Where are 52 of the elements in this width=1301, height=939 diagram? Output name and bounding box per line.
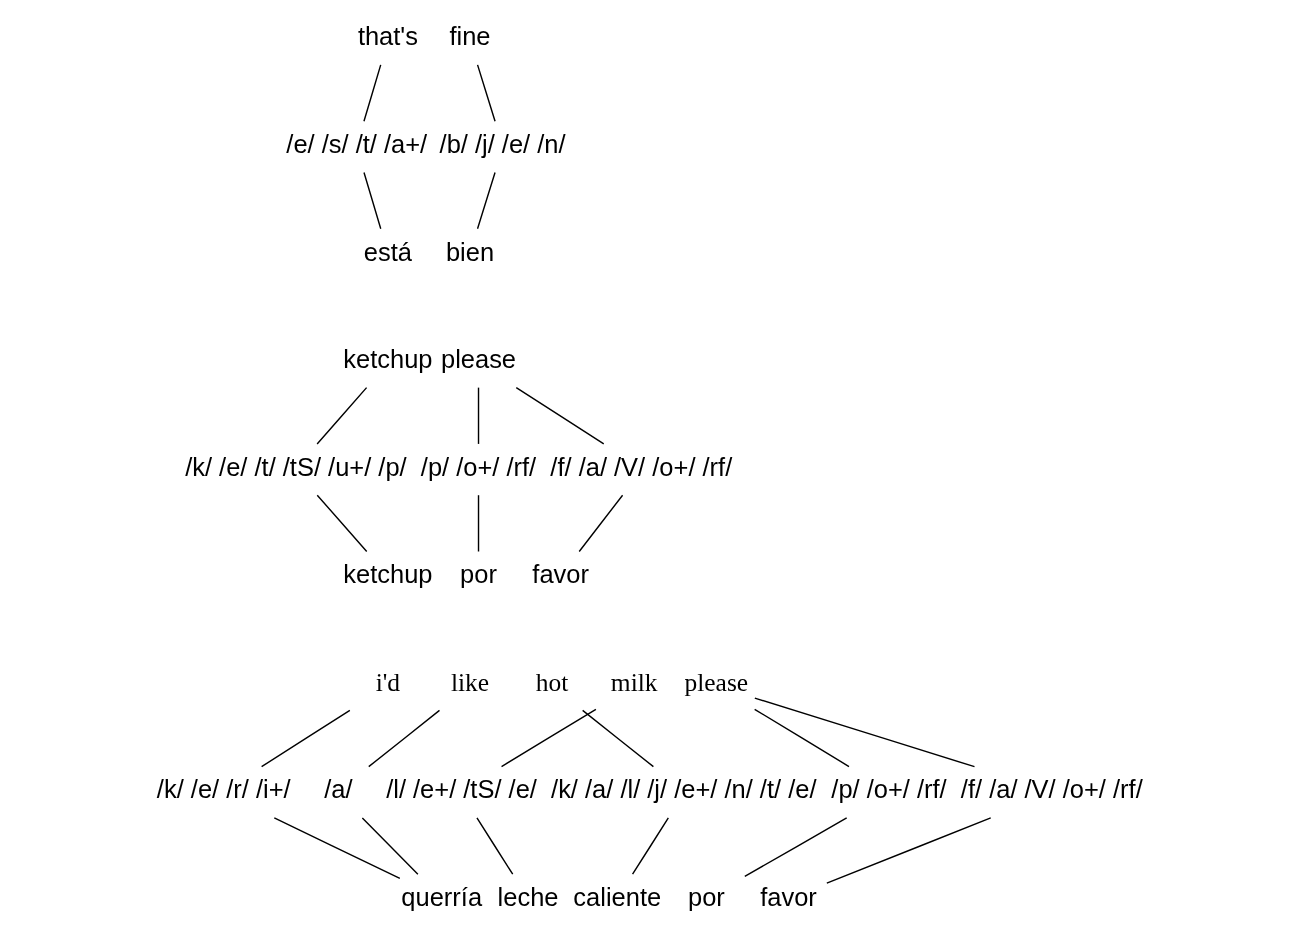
- node-text: bien: [445, 237, 495, 266]
- connector: [316, 494, 368, 553]
- node-text: leche: [497, 883, 559, 912]
- node-text: /p/ /o+/ /rf/: [831, 775, 947, 804]
- node-text: /b/ /j/ /e/ /n/: [439, 130, 566, 158]
- connector: [363, 171, 382, 230]
- connector: [578, 494, 624, 553]
- node-text: hot: [535, 667, 569, 697]
- connector: [476, 64, 496, 122]
- connector: [476, 817, 514, 875]
- node-text: querría: [401, 883, 483, 912]
- connector: [477, 494, 480, 553]
- node-text: please: [684, 667, 749, 697]
- connector: [477, 386, 480, 445]
- connector: [273, 817, 401, 879]
- connector: [316, 386, 368, 445]
- node-text: favor: [532, 560, 589, 589]
- connector: [361, 817, 419, 875]
- node-text: /k/ /e/ /t/ /tS/ /u+/ /p/: [185, 452, 407, 481]
- connector: [744, 817, 848, 878]
- connector: [476, 171, 496, 230]
- node-text: /k/ /e/ /r/ /i+/: [156, 775, 291, 804]
- connector: [363, 64, 382, 122]
- node-text: /f/ /a/ /V/ /o+/ /rf/: [960, 775, 1143, 804]
- connector: [753, 708, 850, 768]
- node-text: like: [450, 667, 490, 697]
- node-text: por: [688, 883, 725, 912]
- node-text: that's: [357, 22, 418, 51]
- node-text: please: [440, 345, 517, 374]
- connector: [500, 708, 597, 768]
- node-text: /k/ /a/ /l/ /j/ /e+/ /n/ /t/ /e/: [551, 775, 817, 804]
- connector: [581, 709, 655, 768]
- node-text: milk: [610, 667, 658, 697]
- node-text: ketchup: [343, 345, 433, 374]
- node-text: i'd: [375, 667, 401, 697]
- node-text: /p/ /o+/ /rf/: [420, 452, 537, 481]
- node-text: /f/ /a/ /V/ /o+/ /rf/: [550, 452, 733, 481]
- node-text: favor: [760, 883, 817, 912]
- node-text: /l/ /e+/ /tS/ /e/: [386, 775, 537, 804]
- node-text: por: [460, 560, 497, 589]
- connector: [631, 817, 670, 875]
- node-text: /e/ /s/ /t/ /a+/: [286, 130, 428, 158]
- node-text: fine: [449, 22, 491, 51]
- node-text: /a/: [324, 775, 353, 804]
- node-text: está: [363, 237, 412, 266]
- connector: [368, 709, 441, 768]
- connector: [826, 817, 992, 884]
- connector: [260, 709, 351, 768]
- connector: [754, 697, 976, 768]
- node-text: caliente: [573, 883, 662, 912]
- connector: [515, 386, 605, 445]
- node-text: ketchup: [343, 560, 433, 589]
